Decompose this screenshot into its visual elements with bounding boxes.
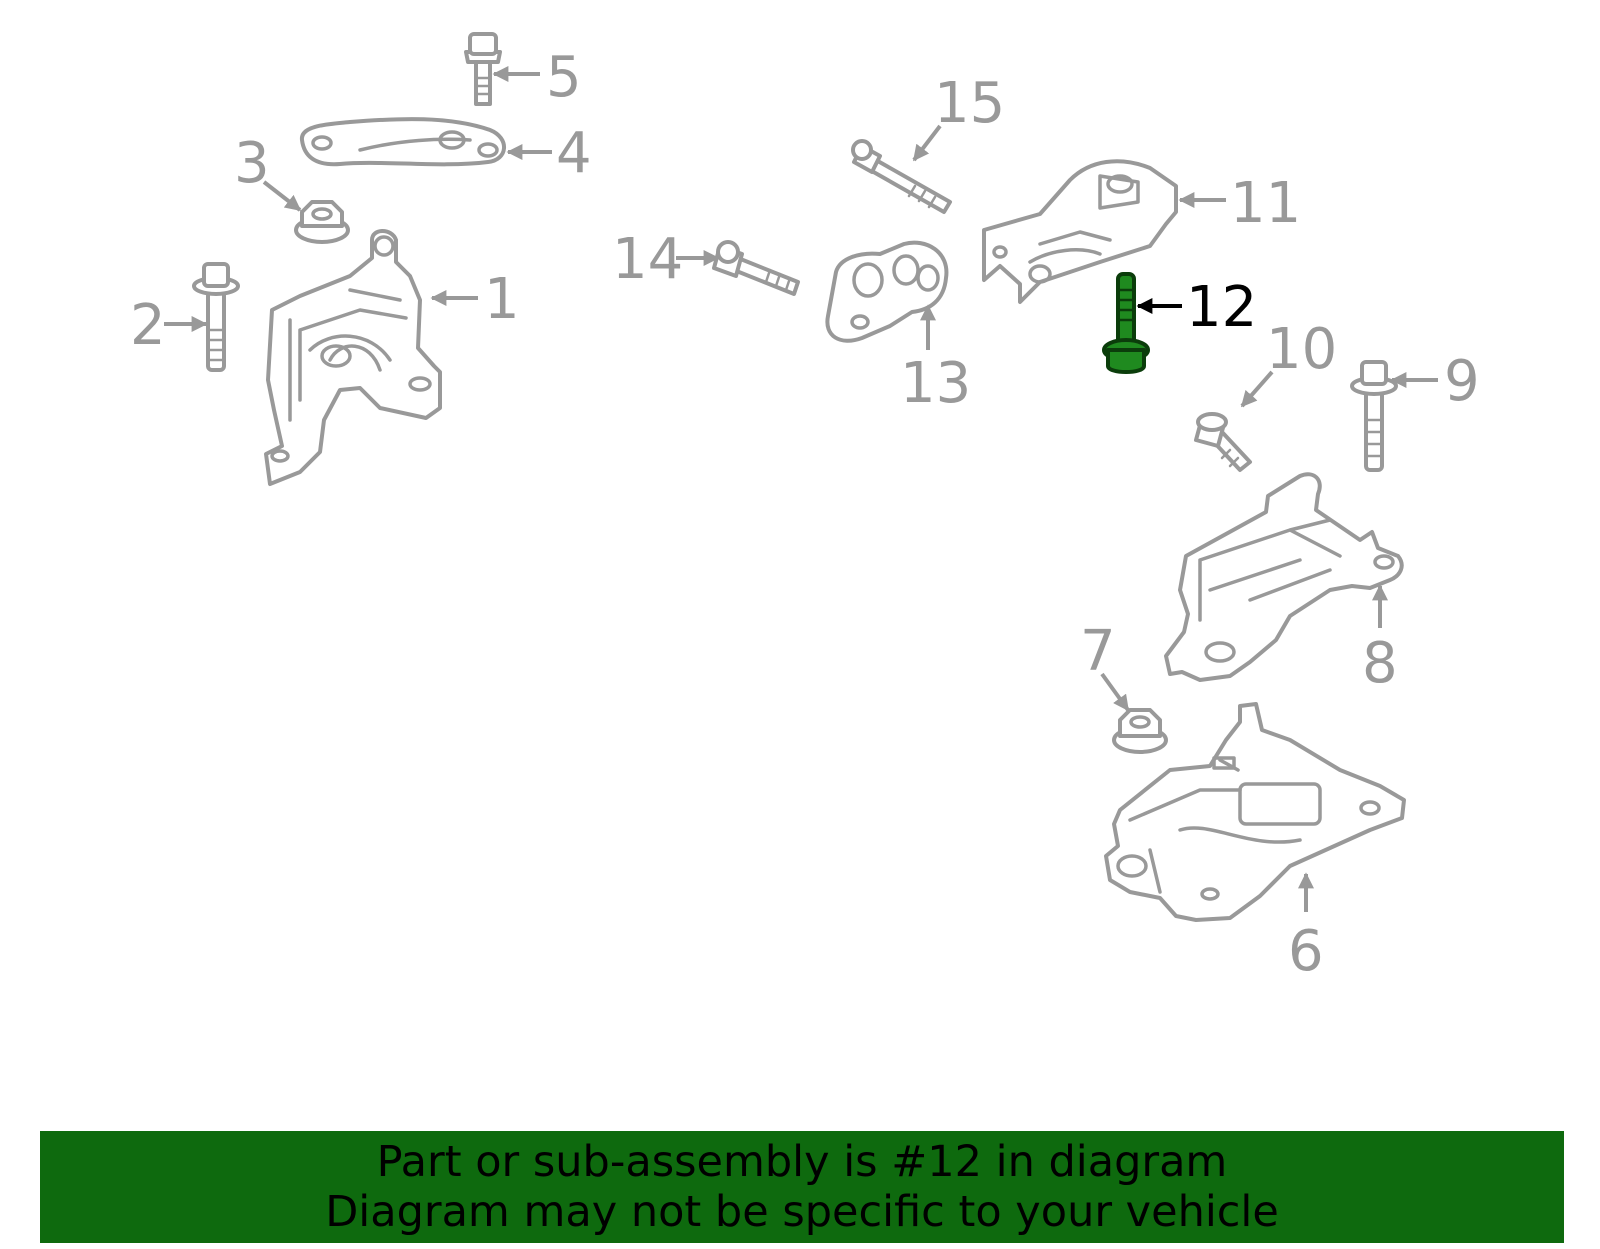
part-10-bolt[interactable] <box>1194 412 1252 472</box>
info-banner: Part or sub-assembly is #12 in diagram D… <box>40 1131 1564 1243</box>
callout-15: 15 <box>934 71 1005 136</box>
part-4-bracket[interactable] <box>300 117 506 167</box>
callout-3-arrow <box>262 180 302 212</box>
part-12-bolt-highlighted[interactable] <box>1102 272 1150 374</box>
callout-15-arrow <box>912 124 942 162</box>
callout-13: 13 <box>900 351 971 416</box>
callout-10: 10 <box>1266 317 1337 382</box>
banner-line-1: Part or sub-assembly is #12 in diagram <box>376 1137 1228 1187</box>
part-14-bolt[interactable] <box>712 240 800 296</box>
banner-line-2: Diagram may not be specific to your vehi… <box>325 1187 1279 1237</box>
part-7-nut[interactable] <box>1112 708 1168 754</box>
callout-9: 9 <box>1444 349 1480 414</box>
callout-4: 4 <box>556 121 592 186</box>
part-6-bracket[interactable] <box>1104 702 1406 922</box>
part-15-bolt[interactable] <box>851 139 952 214</box>
callout-7: 7 <box>1080 619 1116 684</box>
callout-5: 5 <box>546 45 582 110</box>
part-9-bolt[interactable] <box>1350 360 1398 472</box>
callout-6: 6 <box>1288 919 1324 984</box>
callout-7-arrow <box>1100 672 1130 712</box>
callout-1: 1 <box>484 267 520 332</box>
callout-2: 2 <box>130 293 166 358</box>
callout-14: 14 <box>612 227 683 292</box>
part-2-bolt[interactable] <box>192 262 240 372</box>
callout-11: 11 <box>1230 171 1301 236</box>
part-3-nut[interactable] <box>294 200 350 244</box>
callout-10-arrow <box>1240 370 1274 408</box>
part-5-bolt[interactable] <box>464 32 502 106</box>
callout-3: 3 <box>234 131 270 196</box>
callout-12: 12 <box>1186 275 1257 340</box>
part-11-mount[interactable] <box>982 159 1178 304</box>
callout-8: 8 <box>1362 631 1398 696</box>
part-1-mount[interactable] <box>264 229 442 486</box>
part-8-mount[interactable] <box>1164 472 1404 682</box>
part-13-bracket[interactable] <box>825 240 949 343</box>
